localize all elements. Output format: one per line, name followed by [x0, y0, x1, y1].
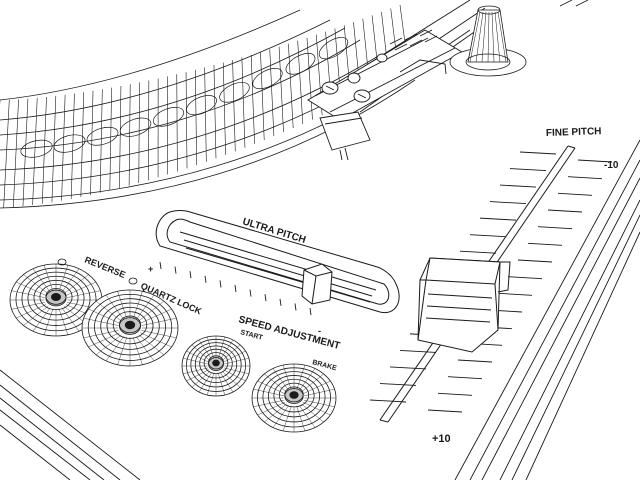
fine-pitch-tick: [497, 292, 533, 296]
fine-pitch-tick: [509, 168, 547, 171]
platter-edge-icon: [0, 4, 416, 209]
platter-segment-line: [138, 82, 140, 183]
fine-pitch-tick: [469, 234, 507, 238]
fine-pitch-tick: [437, 392, 473, 396]
pitch-fader-icon[interactable]: [417, 257, 511, 353]
fine-pitch-tick: [537, 226, 573, 230]
ultra-pitch-tick: [249, 289, 252, 297]
pitch-plus-label: +10: [432, 433, 451, 445]
platter-segment-line: [3, 99, 10, 208]
platter-segment-line: [90, 90, 94, 195]
platter-segment-line: [250, 54, 255, 144]
fine-pitch-tick: [379, 383, 417, 386]
fine-pitch-tick: [577, 159, 613, 163]
ultra-pitch-tick: [279, 298, 282, 306]
platter-segment-line: [306, 37, 313, 120]
platter-segment-line: [232, 60, 236, 152]
fine-pitch-tick: [427, 409, 463, 413]
ultra-pitch-slot: [155, 210, 400, 314]
platter-strobe-dot: [53, 134, 86, 153]
fine-pitch-tick: [527, 242, 563, 246]
platter-segment-line: [204, 67, 207, 162]
fine-pitch-tick: [557, 192, 593, 196]
fine-pitch-tick: [567, 176, 603, 180]
ultra-pitch-slider[interactable]: [301, 263, 333, 305]
platter-strobe-dot: [186, 95, 217, 116]
indicator-dots: [57, 258, 138, 285]
platter-segment-line: [297, 40, 304, 124]
platter-strobe-dot: [318, 37, 349, 60]
platter-segment-line: [222, 62, 226, 155]
fine-pitch-label: FINE PITCH: [546, 126, 602, 139]
ultra-pitch-tick: [309, 307, 312, 316]
ultra-pitch-tick: [204, 275, 207, 283]
knob-group: [9, 263, 337, 433]
platter-segment-line: [269, 49, 275, 137]
platter-segment-line: [241, 57, 246, 148]
platter-strobe-dot: [20, 139, 53, 158]
reverse-knob[interactable]: [9, 263, 103, 337]
platter-segment-line: [22, 98, 29, 207]
fine-pitch-tick: [519, 151, 557, 155]
fine-pitch-tick: [447, 376, 483, 380]
platter-segment-line: [99, 89, 103, 193]
fine-pitch-tick: [499, 184, 537, 188]
platter-strobe-dot: [152, 107, 185, 127]
fine-pitch-tick: [389, 366, 427, 370]
platter-segment-line: [128, 84, 131, 186]
platter-strobe-dot: [219, 82, 250, 103]
start-label: START: [239, 329, 264, 342]
platter-segment-line: [13, 99, 19, 208]
fine-pitch-tick: [399, 349, 437, 353]
platter-segment-line: [195, 69, 197, 166]
tonearm-headshell-icon: [307, 0, 501, 161]
platter-segment-line: [51, 95, 57, 203]
ultra-plus-label: +: [148, 264, 153, 274]
fine-pitch-tick: [459, 250, 497, 254]
platter-strobe-dot: [285, 53, 316, 75]
platter-segment-line: [213, 65, 217, 159]
platter-segment-line: [109, 87, 112, 191]
platter-segment-line: [32, 97, 38, 205]
brake-knob[interactable]: [251, 363, 337, 433]
ultra-pitch-tick: [294, 303, 297, 311]
ultra-pitch-tick: [189, 271, 192, 279]
fine-pitch-tick: [479, 217, 517, 221]
quartz-lock-knob[interactable]: [81, 289, 179, 367]
platter-segment-line: [176, 74, 178, 172]
platter-segment-line: [119, 85, 122, 189]
platter-segment-line: [288, 43, 294, 129]
ultra-minus-label: -: [318, 326, 321, 336]
ultra-pitch-tick: [234, 284, 237, 293]
fine-pitch-tick: [369, 399, 407, 403]
deck-panel-edges: [0, 139, 640, 480]
fine-pitch-tick: [507, 276, 543, 280]
deck-edge-marks: [559, 0, 589, 7]
platter-segment-line: [80, 92, 85, 197]
ultra-pitch-tick: [264, 294, 267, 302]
fine-pitch-tick: [547, 209, 583, 213]
ultra-pitch-tick: [159, 261, 162, 270]
platter-segment-line: [70, 93, 75, 199]
fine-pitch-tick: [457, 359, 493, 363]
platter-segment-line: [61, 94, 66, 201]
platter-segment-line: [260, 52, 265, 141]
fine-pitch-tick: [517, 259, 553, 263]
platter-strobe-dot: [252, 68, 283, 90]
platter-segment-line: [278, 46, 284, 133]
platter-strobe-dot: [86, 126, 119, 146]
pitch-minus-label: -10: [604, 160, 619, 171]
fine-pitch-tick: [489, 201, 527, 205]
tonearm-base-icon: [449, 5, 527, 77]
start-knob[interactable]: [181, 335, 251, 397]
platter-segment-line: [41, 96, 47, 204]
ultra-pitch-tick: [174, 266, 177, 274]
ultra-pitch-ticks: [159, 261, 312, 316]
platter-strobe-dot: [119, 117, 152, 137]
ultra-pitch-tick: [219, 280, 222, 288]
platter-segment-line: [185, 72, 188, 169]
